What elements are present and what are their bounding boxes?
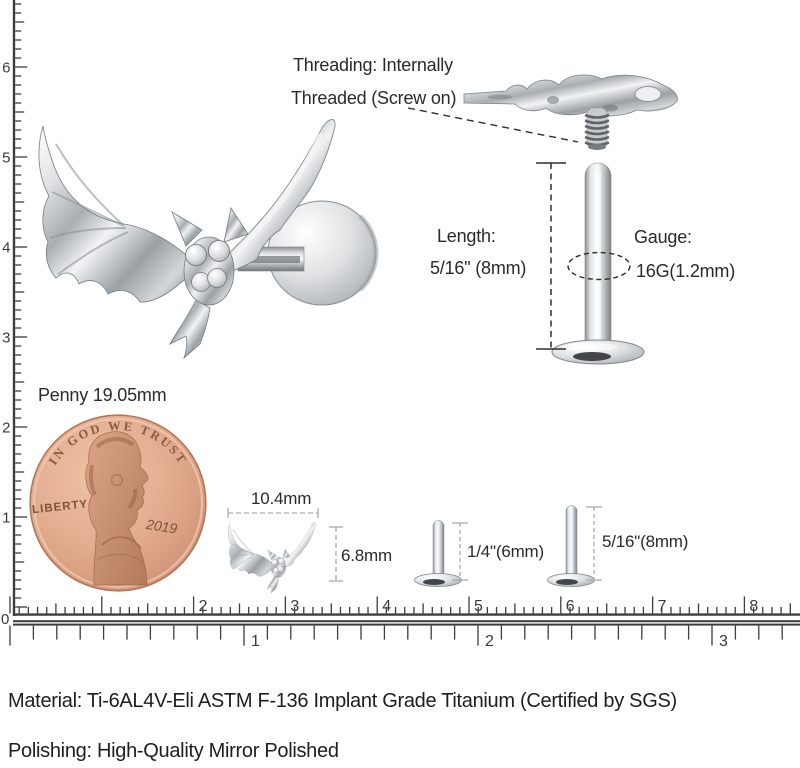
labret-disc-shade bbox=[358, 214, 379, 292]
small-disc-2-shadow bbox=[556, 579, 578, 585]
top-bat-ring-hole bbox=[634, 86, 662, 102]
small-bat-height-label: 6.8mm bbox=[341, 546, 392, 565]
cm-number: 4 bbox=[382, 598, 391, 615]
gauge-label: Gauge: bbox=[634, 227, 692, 247]
labret-base-highlight bbox=[562, 342, 618, 352]
top-bat-profile bbox=[463, 74, 678, 117]
vertical-cm-number: 1 bbox=[2, 510, 10, 527]
ruler-numbers: 2 3 4 5 6 7 8 1 2 3 1 2 3 4 5 6 0 bbox=[1, 60, 758, 651]
penny-rim-highlight bbox=[32, 417, 204, 589]
small-bat-measures bbox=[227, 508, 343, 582]
small-bat-figure bbox=[227, 521, 317, 594]
length-measure bbox=[536, 162, 566, 350]
threading-note-line2: Threaded (Screw on) bbox=[291, 88, 457, 108]
penny-year: 2019 bbox=[144, 516, 178, 537]
penny-rim-edge bbox=[30, 415, 206, 591]
small-disc-1-shadow bbox=[423, 579, 445, 585]
labret-bar-highlight bbox=[594, 170, 601, 348]
labret-bar-stripe bbox=[238, 256, 300, 263]
lincoln-shoulder bbox=[96, 553, 145, 564]
cm-number: 5 bbox=[474, 598, 483, 615]
small-bat-width-label: 10.4mm bbox=[251, 489, 312, 508]
inch-number: 1 bbox=[251, 633, 260, 650]
penny-size-label: Penny 19.05mm bbox=[38, 385, 167, 405]
length-value: 5/16" (8mm) bbox=[430, 258, 527, 278]
inch-ruler-line-top bbox=[13, 620, 800, 623]
top-bat-shade-3 bbox=[488, 94, 512, 100]
inch-number: 3 bbox=[719, 633, 728, 650]
cm-number: 7 bbox=[658, 598, 667, 615]
gauge-dashed-ellipse bbox=[567, 251, 631, 281]
rulers bbox=[9, 0, 800, 646]
cm-number: 3 bbox=[290, 598, 299, 615]
ruler-origin-number: 0 bbox=[1, 611, 9, 628]
screw-threads bbox=[584, 113, 610, 147]
small-bar-1 bbox=[432, 520, 445, 578]
small-bar-length-label: 1/4"(6mm) bbox=[467, 542, 544, 561]
lincoln-hair-beard bbox=[89, 437, 138, 510]
penny-liberty: LIBERTY bbox=[32, 498, 89, 516]
threading-note-line1: Threading: Internally bbox=[293, 55, 453, 75]
labret-base-shadow bbox=[573, 352, 611, 361]
threading-leader-line bbox=[407, 107, 579, 143]
material-text: Material: Ti-6AL4V-Eli ASTM F-136 Implan… bbox=[8, 690, 677, 712]
length-label: Length: bbox=[437, 226, 496, 246]
top-bat-shade-1 bbox=[547, 96, 559, 104]
cm-number: 8 bbox=[749, 598, 758, 615]
top-bat-shade-2 bbox=[602, 104, 618, 112]
small-labret-8mm bbox=[547, 505, 602, 587]
penny-coin: IN GOD WE TRUST LIBERTY 2019 bbox=[29, 414, 207, 592]
lincoln-ear bbox=[110, 473, 124, 487]
vertical-labret-post bbox=[551, 162, 645, 365]
inch-number: 2 bbox=[485, 633, 494, 650]
vertical-cm-number: 3 bbox=[2, 330, 10, 347]
large-bar-length-label: 5/16"(8mm) bbox=[602, 532, 689, 551]
vertical-cm-number: 4 bbox=[2, 240, 10, 257]
cm-number: 2 bbox=[199, 598, 208, 615]
top-view-bat bbox=[463, 74, 678, 150]
small-bar-2 bbox=[565, 505, 578, 578]
small-labret-6mm bbox=[414, 520, 468, 587]
vertical-cm-number: 6 bbox=[2, 60, 10, 77]
polishing-text: Polishing: High-Quality Mirror Polished bbox=[8, 740, 339, 762]
lincoln-bust bbox=[85, 431, 149, 586]
inch-ruler-line-bottom bbox=[13, 623, 800, 626]
gauge-value: 16G(1.2mm) bbox=[636, 261, 736, 281]
screw-tip bbox=[588, 144, 606, 150]
main-bat-labret bbox=[39, 119, 379, 358]
vertical-cm-number: 5 bbox=[2, 150, 10, 167]
vertical-cm-number: 2 bbox=[2, 420, 10, 437]
cm-number: 6 bbox=[566, 598, 575, 615]
lincoln-collar bbox=[101, 536, 142, 550]
